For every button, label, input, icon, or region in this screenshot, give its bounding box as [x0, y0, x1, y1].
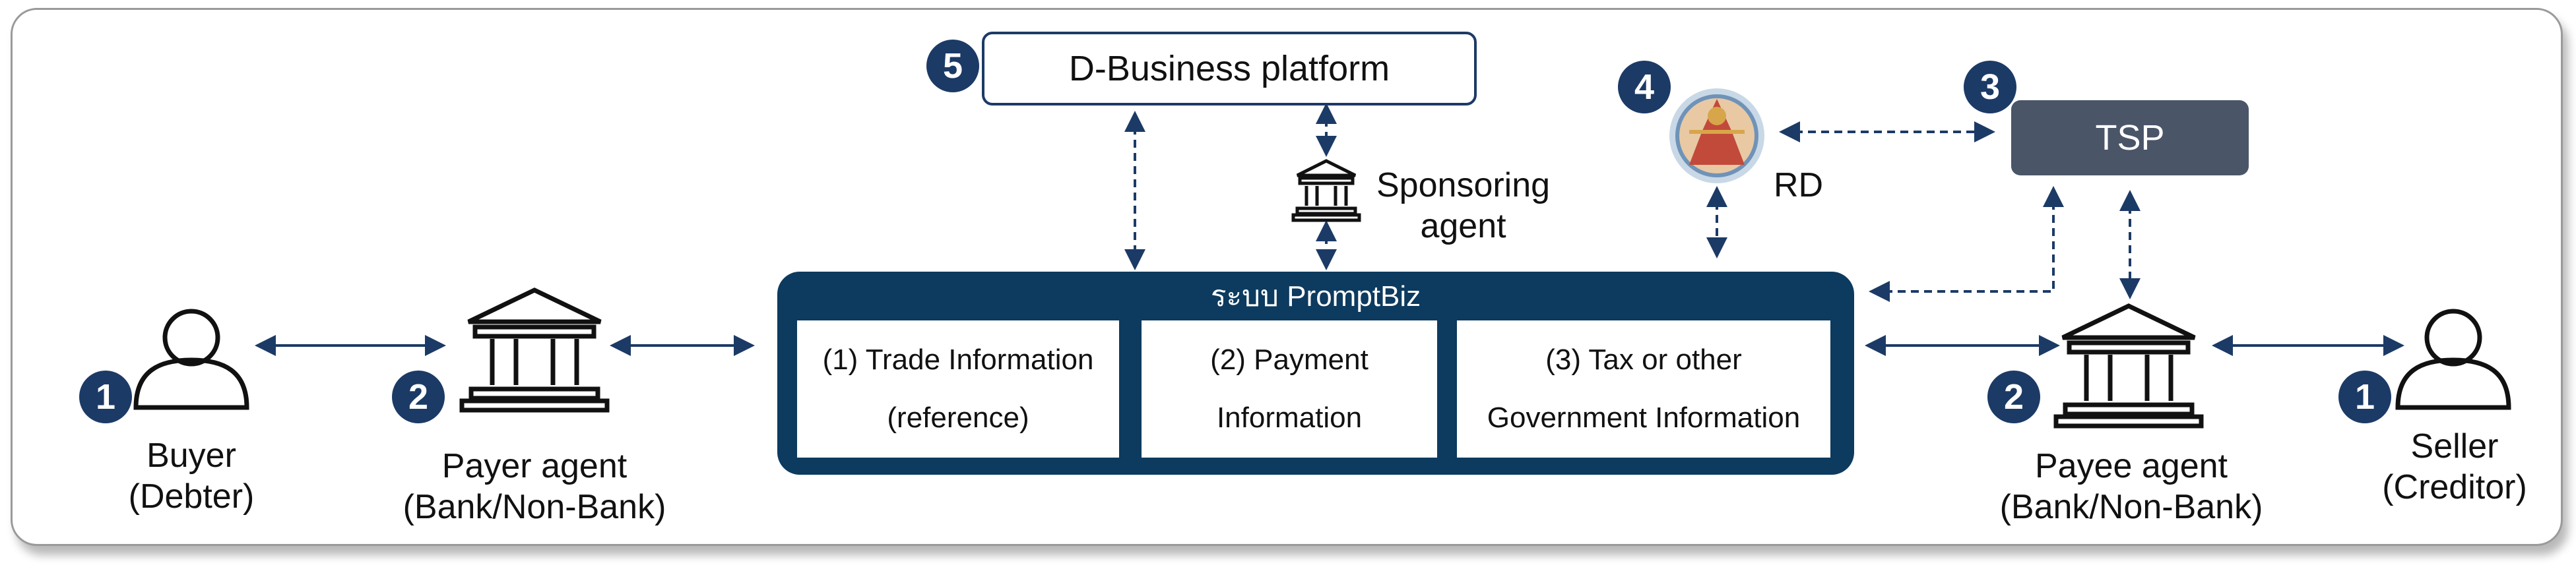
seller-label: Seller (Creditor): [2369, 426, 2540, 508]
rd-label: RD: [1774, 166, 1824, 204]
sponsoring-agent-label: Sponsoring agent: [1376, 165, 1550, 247]
payee-agent-line2: (Bank/Non-Bank): [1999, 488, 2263, 526]
sponsoring-agent-line1: Sponsoring: [1376, 166, 1551, 204]
step-badge-1: 1: [2338, 371, 2391, 423]
promptbiz-title: ระบบ PromptBiz: [1210, 280, 1421, 313]
step-badge-3: 3: [1964, 61, 2016, 113]
sponsoring-agent-line2: agent: [1420, 207, 1506, 245]
tax-information-line1: (3) Tax or other: [1545, 344, 1742, 376]
person-icon: [133, 309, 249, 410]
step-badge-1: 1: [79, 371, 132, 423]
bank-icon: [2053, 303, 2204, 429]
promptbiz-system: ระบบ PromptBiz (1) Trade Information (re…: [777, 272, 1854, 475]
bank-icon: [1291, 159, 1361, 222]
step-badge-4: 4: [1618, 61, 1671, 113]
payee-agent-label: Payee agent (Bank/Non-Bank): [1980, 446, 2283, 527]
arrow-tsp-promptbiz: [1869, 186, 2064, 302]
buyer-label: Buyer (Debter): [119, 435, 264, 517]
buyer-line1: Buyer: [146, 436, 236, 475]
payer-agent-line1: Payer agent: [441, 447, 628, 485]
payer-agent-line2: (Bank/Non-Bank): [402, 488, 666, 526]
payment-information-box: (2) Payment Information: [1142, 320, 1437, 458]
trade-information-line1: (1) Trade Information: [822, 344, 1094, 376]
payment-information-line2: Information: [1216, 402, 1363, 434]
step-badge-2: 2: [1987, 371, 2040, 423]
step-badge-5: 5: [926, 40, 979, 92]
tax-information-box: (3) Tax or other Government Information: [1457, 320, 1830, 458]
seller-line2: (Creditor): [2382, 468, 2527, 506]
payer-agent-label: Payer agent (Bank/Non-Bank): [383, 446, 686, 527]
person-icon: [2395, 309, 2511, 410]
rd-seal-icon: [1669, 88, 1764, 183]
bank-icon: [459, 287, 610, 413]
payment-information-line1: (2) Payment: [1210, 344, 1368, 376]
tsp-box: TSP: [2011, 100, 2249, 175]
tax-information-line2: Government Information: [1487, 402, 1801, 434]
trade-information-box: (1) Trade Information (reference): [797, 320, 1119, 458]
d-business-platform-box: D-Business platform: [982, 32, 1477, 105]
buyer-line2: (Debter): [128, 477, 255, 516]
seller-line1: Seller: [2410, 427, 2499, 466]
payee-agent-line1: Payee agent: [2034, 447, 2228, 485]
trade-information-line2: (reference): [887, 402, 1029, 434]
step-badge-2: 2: [392, 371, 445, 423]
